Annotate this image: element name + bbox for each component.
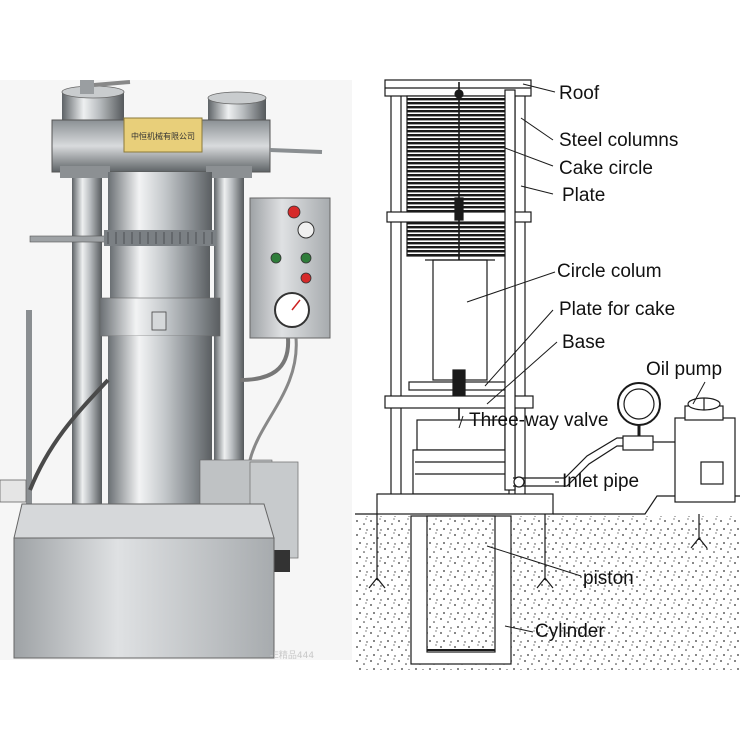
circle-colum xyxy=(432,259,488,381)
label-inlet-pipe: Inlet pipe xyxy=(562,471,640,492)
green-button-icon xyxy=(270,252,282,264)
piston xyxy=(426,515,496,653)
label-plate-for-cake: Plate for cake xyxy=(559,299,676,320)
press-technical-diagram xyxy=(355,79,740,670)
nameplate-text: 中恒机械有限公司 xyxy=(131,131,195,141)
label-base: Base xyxy=(562,332,606,353)
left-column xyxy=(72,170,102,510)
label-roof: Roof xyxy=(559,83,600,104)
red-button-icon xyxy=(300,272,312,284)
green-button-icon xyxy=(300,252,312,264)
label-three-way-valve: Three-way valve xyxy=(469,410,609,431)
left-top-cap xyxy=(61,80,131,122)
base-tank xyxy=(0,479,275,659)
label-plate: Plate xyxy=(562,185,606,206)
label-oil-pump: Oil pump xyxy=(646,359,723,380)
red-button-icon xyxy=(287,205,301,219)
oil-press-machine-photo: 中恒机械有限公司 xyxy=(0,80,352,660)
press-drum xyxy=(99,172,221,508)
three-way-valve xyxy=(622,435,654,451)
label-cake-circle: Cake circle xyxy=(559,158,653,179)
label-cylinder: Cylinder xyxy=(535,621,605,642)
control-box xyxy=(239,197,331,461)
base-block xyxy=(384,395,534,409)
label-piston: piston xyxy=(583,568,634,589)
nameplate: 中恒机械有限公司 xyxy=(123,117,203,153)
right-column xyxy=(214,170,244,510)
label-circle-colum: Circle colum xyxy=(557,261,662,282)
timer-dial-icon xyxy=(297,221,315,239)
label-steel-columns: Steel columns xyxy=(559,130,679,151)
watermark-text: -E精品444 xyxy=(270,649,314,660)
oil-pump xyxy=(674,417,736,503)
inlet-pipe xyxy=(513,437,631,487)
